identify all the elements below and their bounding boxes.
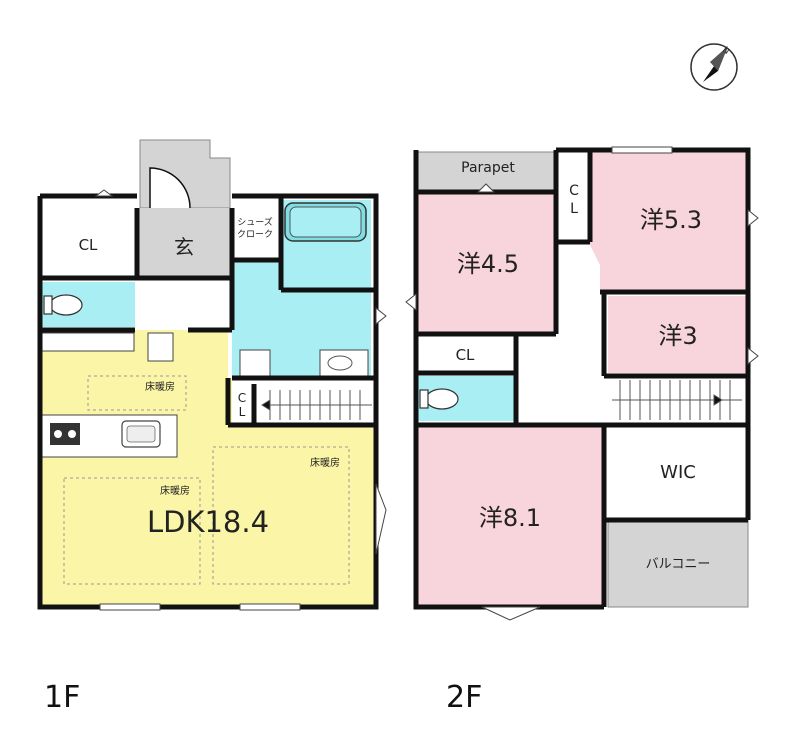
room-label-balcony: バルコニー: [646, 557, 711, 572]
cooktop-icon: [50, 423, 80, 445]
stair-treads-1f: [261, 390, 372, 420]
floor-label-1f: 1F: [44, 680, 81, 715]
bathtub-icon: [284, 202, 367, 242]
walls-1f: [37, 193, 379, 610]
stairs-1f: [256, 384, 376, 424]
svg-text:N: N: [721, 45, 731, 56]
room-label-shoes-2: クローク: [237, 229, 273, 240]
floor-label-2f: 2F: [446, 680, 483, 715]
room-label-wic: WIC: [660, 462, 696, 483]
floor-2-plan: Parapet C L 洋5.3 洋4.5 洋3 CL WIC 洋8.1 バルコ…: [405, 146, 759, 621]
fridge: [147, 332, 174, 362]
room-label-ldk: LDK18.4: [147, 505, 269, 539]
washing-machine: [239, 349, 271, 377]
washroom-area: [232, 260, 371, 378]
kitchen-island: [41, 332, 135, 352]
room-label-cl-2f: CL: [456, 346, 475, 364]
windows-2f: [405, 146, 759, 621]
room-label-western-8-1: 洋8.1: [479, 504, 541, 532]
toilet-2f-icon: [419, 388, 459, 410]
room-label-cl-1f: CL: [79, 236, 98, 254]
toilet-icon: [43, 294, 83, 316]
floor-heating-box-1: [87, 375, 187, 411]
room-8-1-area: [416, 425, 604, 607]
room-label-cl-l-2f: L: [570, 201, 578, 217]
room-label-western-5-3: 洋5.3: [640, 206, 702, 234]
room-label-western-3: 洋3: [658, 322, 697, 350]
room-label-genkan: 玄: [174, 235, 194, 259]
windows-1f: [94, 189, 387, 611]
sink-icon: [121, 420, 161, 448]
entrance-door: [149, 167, 191, 209]
floor-1-plan: CL 玄 シューズ クローク C L 床暖房 床暖房 床暖房 LDK18.4: [37, 139, 387, 611]
room-5-3-area: [590, 150, 748, 292]
room-label-heating-3: 床暖房: [310, 456, 340, 469]
ldk-area: [40, 330, 376, 607]
room-label-western-4-5: 洋4.5: [457, 250, 519, 278]
room-label-heating-1: 床暖房: [145, 380, 175, 393]
room-label-small-cl-c: C: [238, 391, 246, 405]
balcony-area: [607, 519, 749, 608]
floor-heating-box-3: [212, 446, 350, 585]
room-label-shoes-1: シューズ: [237, 216, 273, 228]
north-compass-icon: N: [690, 43, 738, 91]
room-3-area: [608, 296, 748, 373]
small-cl-2f: [558, 150, 590, 242]
genkan-area: [137, 208, 232, 278]
floor-heating-box-2: [63, 477, 201, 585]
room-label-small-cl-l: L: [239, 405, 246, 419]
room-label-cl-c-2f: C: [569, 183, 579, 199]
room-label-parapet: Parapet: [461, 160, 515, 176]
room-label-heating-2: 床暖房: [160, 484, 190, 497]
room-4-5-area: [416, 192, 556, 334]
stair-treads-2f: [612, 380, 742, 420]
